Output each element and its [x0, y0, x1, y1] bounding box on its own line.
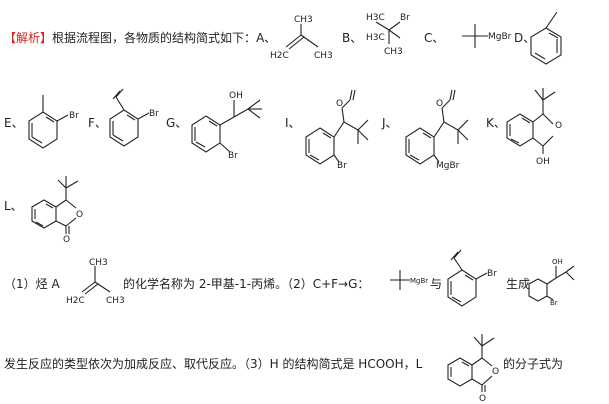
label-a: A、: [256, 31, 277, 45]
analysis-header: 【解析】根据流程图，各物质的结构简式如下：A、: [4, 31, 276, 45]
structure-c: [462, 24, 488, 48]
atom-ans-g-oh: OH: [552, 258, 563, 266]
atom-a-ch3: CH3: [294, 15, 313, 25]
answer-line1-c: 与: [430, 277, 443, 291]
atom-c-mgbr: MgBr: [488, 32, 512, 42]
label-j: J、: [382, 116, 398, 130]
label-c: C、: [424, 31, 445, 45]
atom-ans-l-o2: O: [479, 394, 486, 404]
atom-ans-f-br: Br: [487, 269, 497, 279]
atom-g-oh: OH: [229, 91, 243, 101]
structure-f: [109, 88, 150, 147]
structure-g: [191, 99, 262, 153]
label-l: L、: [4, 199, 23, 213]
atom-b-h3c: H3C: [366, 13, 385, 23]
atom-ans-ch3b: CH3: [106, 296, 125, 306]
atom-i-br: Br: [337, 161, 347, 171]
structure-e: [28, 95, 69, 149]
atom-i-o: O: [336, 99, 343, 109]
atom-b-h3c2: H3C: [366, 33, 385, 43]
structure-i: [305, 89, 369, 165]
bracket-word: 解析: [16, 31, 41, 45]
label-i: I、: [285, 116, 301, 130]
bracket-close: 】: [40, 31, 53, 45]
structure-d: [530, 11, 562, 65]
answer-line2: 发生反应的类型依次为加成反应、取代反应。（3）H 的结构简式是 HCOOH，L: [4, 357, 423, 371]
structure-b: [375, 21, 401, 44]
atom-a-h2c: H2C: [270, 51, 289, 61]
structure-answer-a: [81, 266, 111, 295]
atom-ans-mgbr: MgBr: [410, 277, 428, 285]
structure-j: [405, 89, 469, 165]
atom-g-br: Br: [228, 151, 238, 161]
atom-b-br: Br: [400, 13, 410, 23]
answer-line1-b: 的化学名称为 2-甲基-1-丙烯。（2）C+F→G：: [123, 277, 370, 291]
atom-ans-g-br: Br: [550, 299, 558, 307]
label-e: E、: [4, 116, 24, 130]
atom-f-br: Br: [149, 109, 159, 119]
structure-a: [285, 24, 319, 50]
atom-e-br: Br: [69, 111, 79, 121]
atom-ans-h2c: H2C: [66, 296, 85, 306]
atom-k-oh: OH: [536, 157, 550, 167]
label-k: K、: [486, 116, 506, 130]
structure-k: [506, 88, 556, 154]
atom-a-ch3b: CH3: [314, 51, 333, 61]
structure-answer-f: [447, 249, 488, 307]
intro-text: 根据流程图，各物质的结构简式如下：: [52, 31, 257, 45]
answer-line1-d: 生成: [506, 277, 531, 291]
structure-answer-g: [528, 265, 575, 302]
answer-line2-end: 的分子式为: [503, 357, 564, 371]
atom-j-mgbr: MgBr: [436, 161, 460, 171]
label-g: G、: [166, 116, 188, 130]
structure-answer-l: [447, 334, 495, 392]
atom-ans-l-o: O: [492, 367, 499, 377]
structure-l: [31, 176, 79, 234]
answer-line1-a: （1）烃 A: [4, 277, 60, 291]
atom-b-ch3: CH3: [384, 47, 403, 57]
bracket-open: 【: [4, 31, 17, 45]
label-b: B、: [342, 31, 363, 45]
label-d: D、: [514, 31, 536, 45]
atom-j-o: O: [436, 99, 443, 109]
atom-l-o: O: [76, 210, 83, 220]
atom-ans-ch3: CH3: [89, 258, 108, 268]
structure-answer-c: [390, 270, 410, 290]
atom-k-o: O: [555, 121, 562, 131]
label-f: F、: [88, 116, 107, 130]
atom-l-o2: O: [63, 235, 70, 245]
